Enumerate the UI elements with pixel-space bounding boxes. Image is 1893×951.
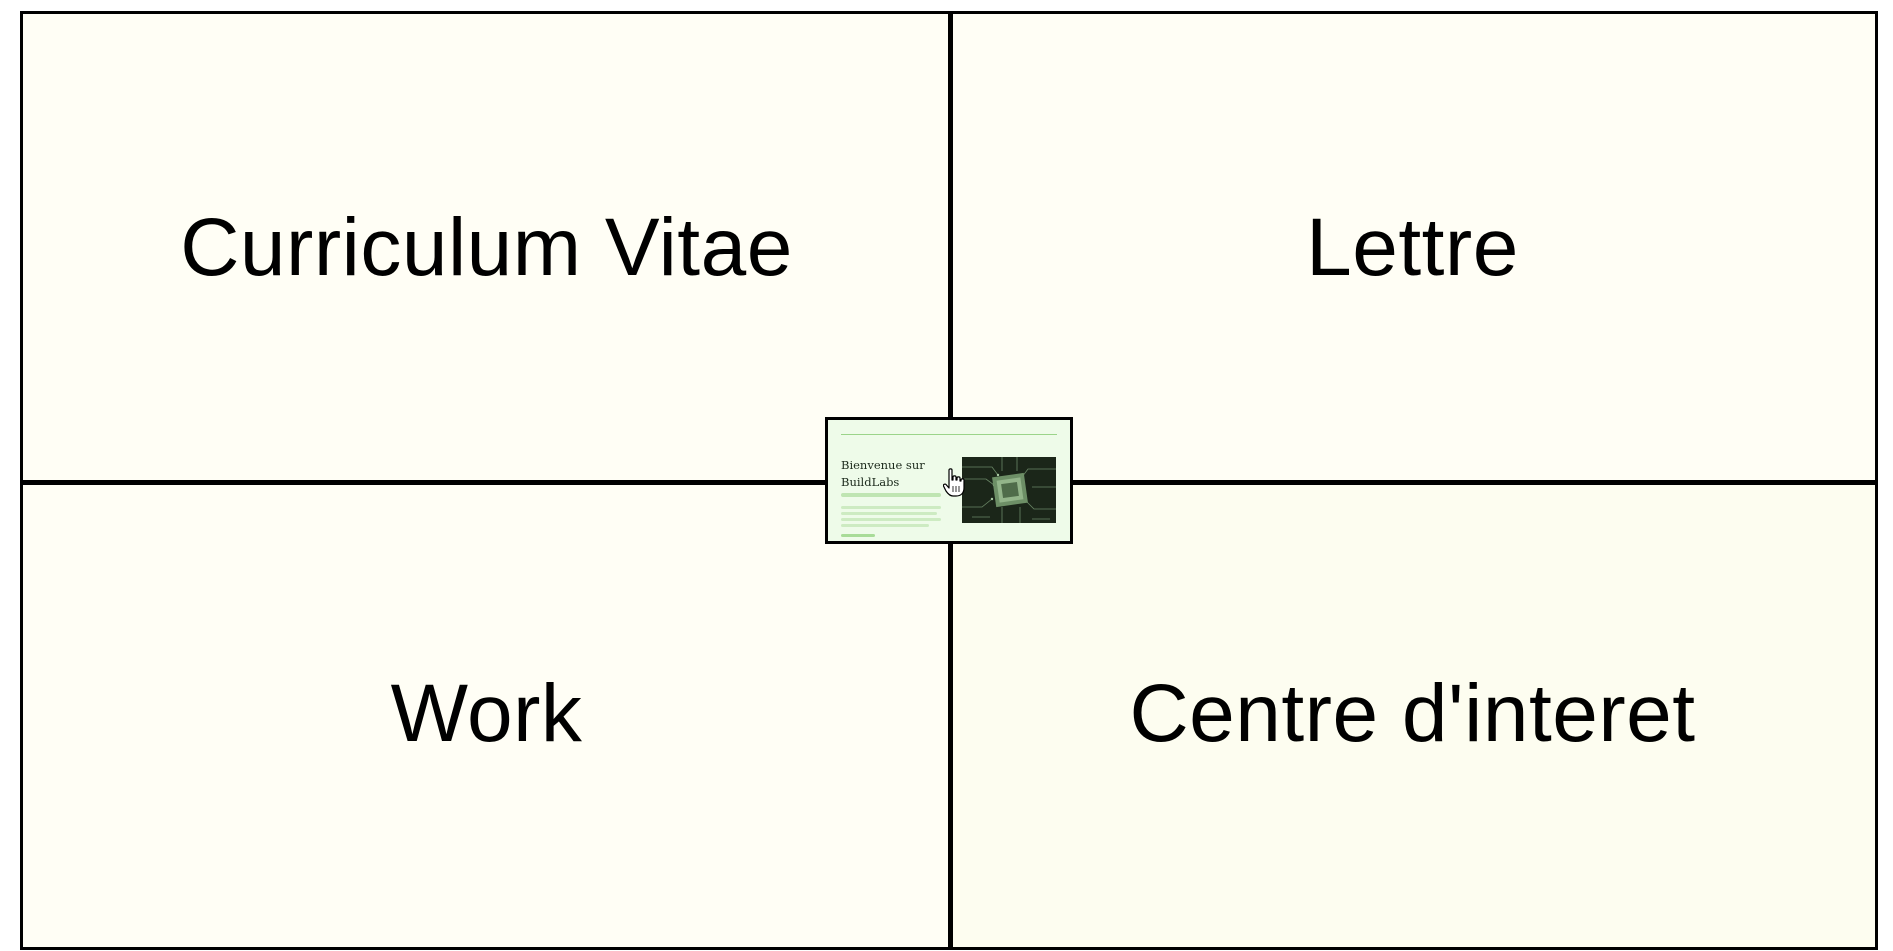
preview-subtext [841,493,941,497]
preview-body-line [841,506,941,509]
preview-headline: Bienvenue sur BuildLabs [841,458,925,489]
tile-label: Curriculum Vitae [180,201,793,293]
preview-link-line [841,534,875,537]
tile-label: Centre d'interet [1129,668,1696,759]
preview-nav-line [841,434,1057,435]
tile-centre-interet[interactable]: Centre d'interet [950,481,1875,947]
tile-curriculum-vitae[interactable]: Curriculum Vitae [23,14,950,481]
tile-label: Lettre [1306,201,1519,293]
tile-work[interactable]: Work [23,481,950,947]
preview-body-line [841,524,929,527]
tile-lettre[interactable]: Lettre [950,14,1875,481]
preview-body-line [841,512,937,515]
hand-pointer-icon [942,468,965,498]
circuit-chip-image [962,457,1056,523]
navigation-grid: Curriculum Vitae Lettre Work Centre d'in… [20,11,1878,950]
tile-label: Work [390,668,583,759]
preview-body-line [841,518,941,521]
